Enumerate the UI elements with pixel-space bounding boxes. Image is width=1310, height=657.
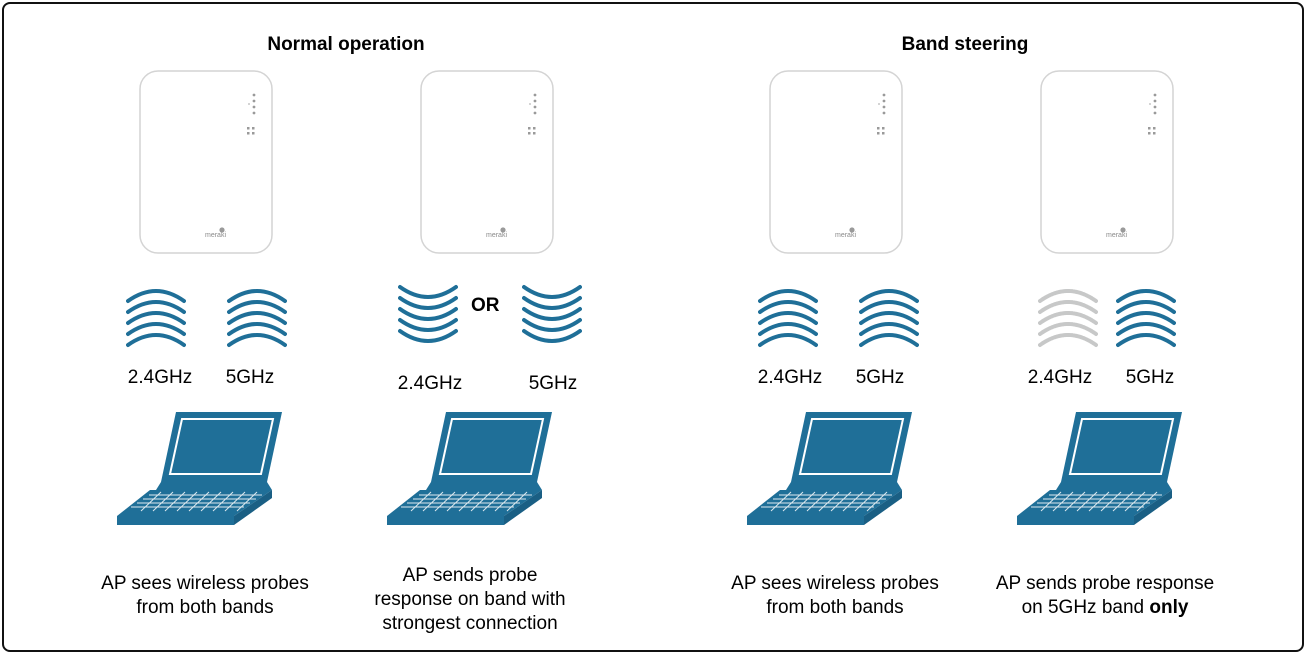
laptop-icon xyxy=(1016,410,1182,528)
caption-line: from both bands xyxy=(136,597,274,618)
caption-scenario-1: AP sees wireless probes from both bands xyxy=(70,572,340,620)
access-point-icon xyxy=(420,70,554,254)
band-label-5ghz: 5GHz xyxy=(1125,367,1175,388)
band-label-2.4ghz: 2.4GHz xyxy=(1027,367,1093,388)
laptop-icon xyxy=(746,410,912,528)
wireless-waves-dimmed-icon xyxy=(1038,285,1098,349)
wireless-waves-icon xyxy=(398,283,458,353)
or-label: OR xyxy=(471,295,500,316)
laptop-icon xyxy=(116,410,282,528)
access-point-icon xyxy=(139,70,273,254)
caption-line: on 5GHz band only xyxy=(965,596,1245,620)
wireless-waves-icon xyxy=(859,285,919,349)
band-label-2.4ghz: 2.4GHz xyxy=(127,367,193,388)
wireless-waves-icon xyxy=(227,285,287,349)
section-title-normal-operation: Normal operation xyxy=(267,34,425,55)
access-point-icon xyxy=(769,70,903,254)
caption-line: AP sends probe response xyxy=(995,573,1215,594)
band-label-5ghz: 5GHz xyxy=(225,367,275,388)
caption-line: response on band with xyxy=(374,589,566,610)
caption-emphasis: only xyxy=(1149,597,1189,618)
caption-scenario-4: AP sends probe response on 5GHz band onl… xyxy=(965,572,1245,620)
band-label-5ghz: 5GHz xyxy=(528,373,578,394)
caption-line: strongest connection xyxy=(382,613,558,634)
caption-line: AP sends probe xyxy=(402,565,538,586)
caption-line: from both bands xyxy=(766,597,904,618)
band-label-5ghz: 5GHz xyxy=(855,367,905,388)
wireless-waves-icon xyxy=(1116,285,1176,349)
section-title-band-steering: Band steering xyxy=(901,34,1029,55)
caption-line: AP sees wireless probes xyxy=(731,573,939,594)
band-label-2.4ghz: 2.4GHz xyxy=(397,373,463,394)
caption-scenario-3: AP sees wireless probes from both bands xyxy=(700,572,970,620)
caption-scenario-2: AP sends probe response on band with str… xyxy=(335,564,605,636)
wireless-waves-icon xyxy=(522,283,582,353)
wireless-waves-icon xyxy=(126,285,186,349)
wireless-waves-icon xyxy=(758,285,818,349)
access-point-icon xyxy=(1040,70,1174,254)
caption-line: AP sees wireless probes xyxy=(101,573,309,594)
caption-text: on 5GHz band xyxy=(1021,597,1150,618)
laptop-icon xyxy=(386,410,552,528)
band-label-2.4ghz: 2.4GHz xyxy=(757,367,823,388)
